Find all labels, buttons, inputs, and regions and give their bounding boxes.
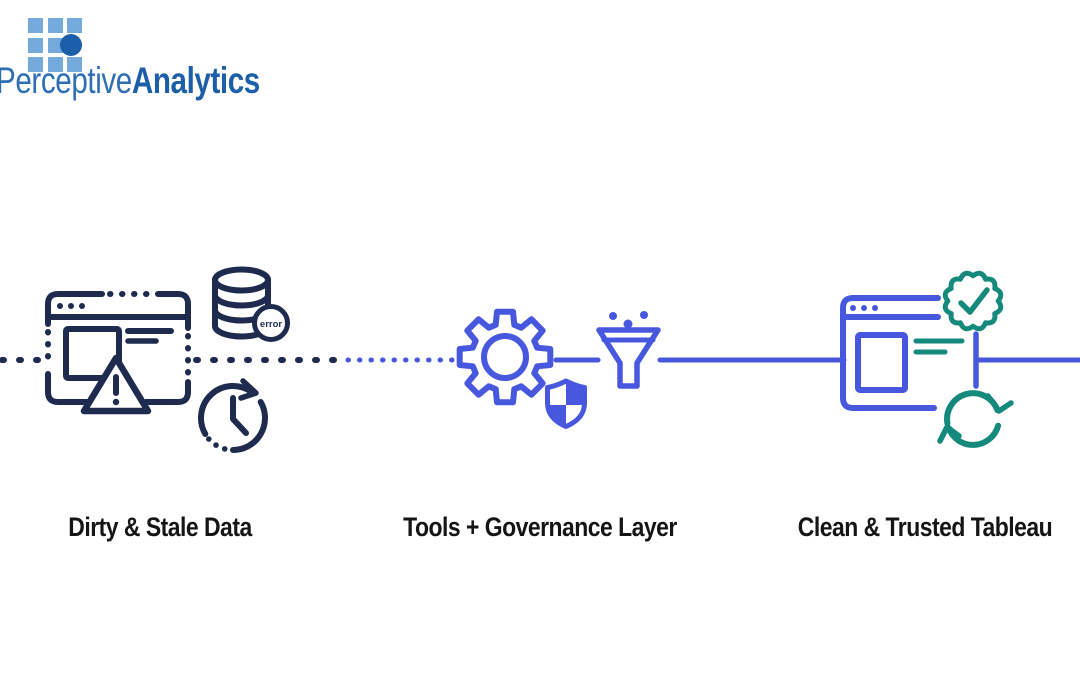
gear-icon <box>456 308 554 406</box>
stage-label-clean-trusted-tableau: Clean & Trusted Tableau <box>797 512 1053 542</box>
refresh-top-arrow <box>985 393 1014 414</box>
logo-grid-square <box>67 18 82 33</box>
brand-name-bold: Analytics <box>131 60 260 101</box>
flow-line <box>0 331 1080 389</box>
error-badge <box>252 304 290 342</box>
clock-arrow <box>238 378 259 401</box>
clock-dash-dot <box>206 436 212 442</box>
security-shield-icon <box>548 381 585 427</box>
brand-name-regular: Perceptive <box>0 60 132 101</box>
dashboard-window-icon <box>840 295 965 411</box>
database-top <box>212 266 271 294</box>
gear-outline <box>456 308 554 406</box>
brand-name: PerceptiveAnalytics <box>0 61 260 101</box>
funnel-drop <box>623 319 633 329</box>
seal-outline <box>942 270 1004 332</box>
dashboard-frame <box>840 295 941 411</box>
gear-hole <box>481 333 529 381</box>
clock-dash-dot <box>221 446 228 452</box>
stage-label-tools-governance: Tools + Governance Layer <box>403 512 677 542</box>
browser-dot <box>79 303 85 309</box>
refresh-bottom-arc <box>945 422 1002 448</box>
refresh-bottom-arrow <box>937 424 962 444</box>
funnel-body <box>596 327 661 389</box>
logo-grid-square <box>47 18 63 33</box>
funnel-drop <box>609 312 617 320</box>
logo-grid-square <box>28 18 43 33</box>
seal-checkmark <box>958 287 990 315</box>
logo-grid-square <box>28 57 43 72</box>
logo-grid-square <box>28 37 43 53</box>
funnel-drop <box>640 311 648 319</box>
logo-grid-square <box>47 57 63 72</box>
dashboard-dot <box>872 305 878 311</box>
data-funnel-icon <box>596 311 661 389</box>
clock-arc <box>230 399 268 453</box>
warning-exclamation-dot <box>112 398 120 406</box>
verified-badge-icon <box>942 270 1004 332</box>
logo-grid-dot-icon <box>60 34 82 56</box>
error-badge-label: error <box>260 319 282 330</box>
error-browser-window-icon <box>45 291 191 415</box>
dashboard-content-box <box>855 332 908 393</box>
browser-frame-solid <box>45 291 191 405</box>
browser-dot <box>68 303 74 309</box>
browser-dot <box>57 303 63 309</box>
stale-clock-icon <box>198 378 268 453</box>
clock-hands <box>230 395 249 436</box>
browser-content-box <box>63 326 122 381</box>
clock-arc <box>198 383 255 437</box>
dashboard-dot <box>850 305 856 311</box>
logo-grid-square <box>47 37 63 53</box>
database-band <box>212 292 271 309</box>
browser-frame-dotted <box>45 291 191 405</box>
dashboard-dot <box>861 305 867 311</box>
error-database-icon: error <box>212 266 290 342</box>
refresh-sync-icon <box>937 390 1014 448</box>
stage-label-dirty-stale-data: Dirty & Stale Data <box>68 512 252 542</box>
logo-grid-square <box>67 57 82 72</box>
clock-dash-dot <box>213 442 219 448</box>
